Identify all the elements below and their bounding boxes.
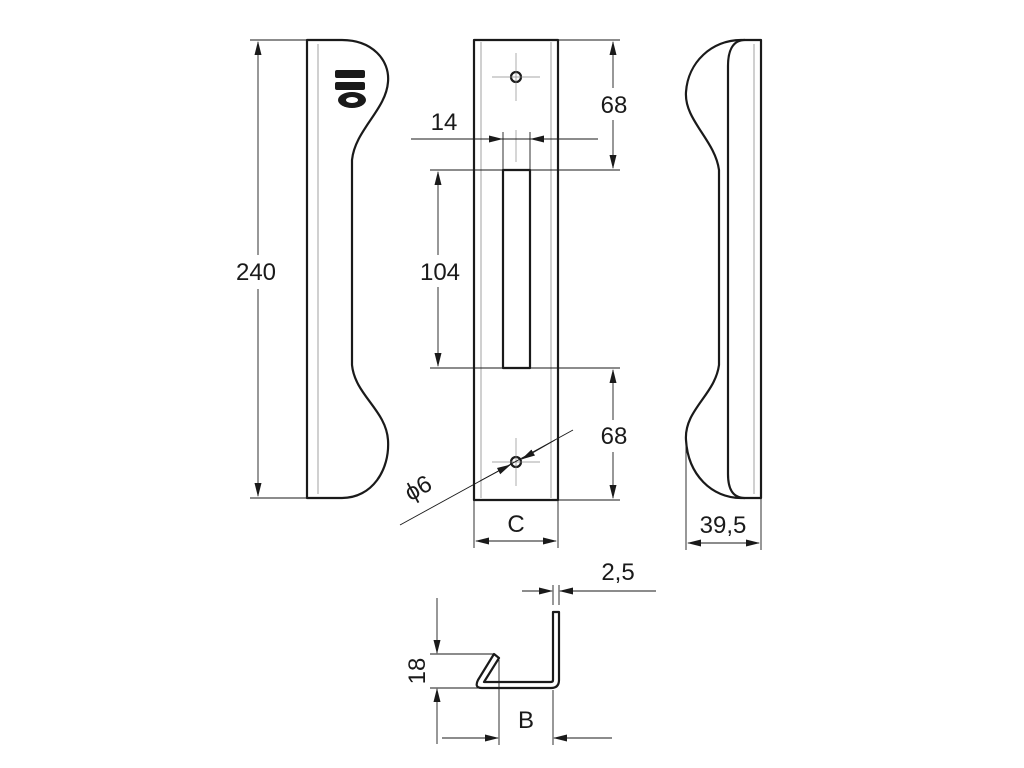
dimension-thickness: 2,5 <box>601 559 634 586</box>
dimension-hole-spacing-bottom: 68 <box>601 423 628 450</box>
hook-profile <box>475 610 561 690</box>
dimension-slot-length: 104 <box>420 259 460 286</box>
dimension-hole-diameter: ϕ6 <box>400 470 437 507</box>
side-view-right: 39,5 <box>684 38 763 550</box>
hook-section: 2,5 18 B <box>404 559 656 745</box>
dimension-hole-spacing-top: 68 <box>601 92 628 119</box>
dimension-slot-width: 14 <box>431 109 458 136</box>
arrow-diameter-left <box>479 464 511 482</box>
label-bg <box>594 88 634 120</box>
arrow-diameter-right <box>521 439 556 460</box>
right-profile-lip <box>726 38 746 500</box>
dimension-depth: 39,5 <box>700 512 747 539</box>
label-bg <box>414 255 466 287</box>
front-view: 68 14 104 68 ϕ6 C <box>399 38 634 548</box>
dimension-hook-width: B <box>518 707 534 734</box>
dimension-width: C <box>507 511 524 538</box>
height-label-bg <box>228 255 288 289</box>
side-profile-outline <box>305 38 390 500</box>
right-profile-outline <box>684 38 763 500</box>
slot <box>501 168 532 370</box>
dimension-hook-height: 18 <box>404 658 431 685</box>
label-bg <box>594 420 634 452</box>
side-view-left: 240 <box>228 38 390 500</box>
dimension-height: 240 <box>236 259 276 286</box>
logo-icon <box>335 70 366 108</box>
